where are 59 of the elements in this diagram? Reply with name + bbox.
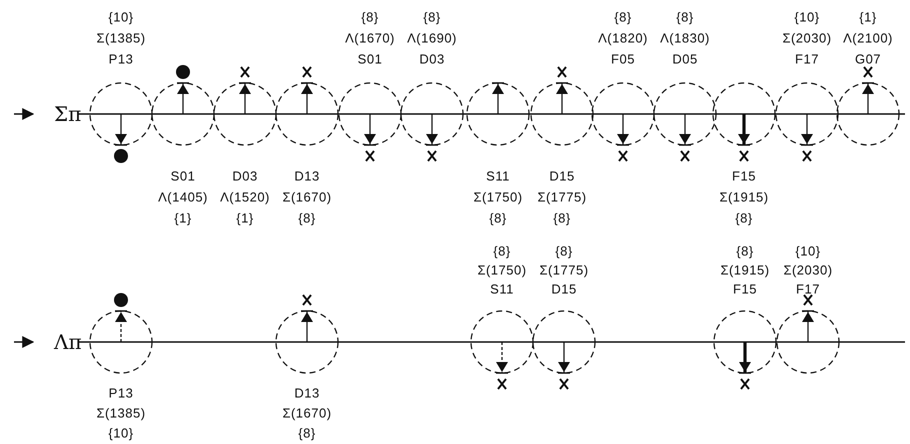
resonance-label: {1}	[174, 210, 192, 226]
resonance-label: Σ(2030)	[783, 262, 833, 278]
resonance-label: D13	[294, 386, 320, 400]
channel-label: Λπ	[54, 331, 82, 353]
resonance-label: Λ(1520)	[220, 190, 270, 204]
resonance-label: {8}	[553, 210, 571, 226]
resonance-label: {8}	[555, 244, 573, 258]
resonance-label: {8}	[676, 10, 694, 24]
resonance-label: {10}	[795, 244, 821, 258]
resonance-label: F05	[611, 52, 635, 66]
resonance-label: Λ(2100)	[843, 30, 893, 46]
resonance-label: S01	[170, 168, 196, 184]
resonance-label: D13	[294, 168, 320, 184]
resonance-label: {10}	[108, 10, 134, 24]
resonance-label: Σ(1775)	[537, 190, 587, 204]
resonance-label: P13	[108, 386, 134, 400]
resonance-label: {1}	[236, 210, 254, 226]
resonance-label: Σ(1670)	[282, 406, 332, 420]
resonance-label: Σ(1915)	[720, 262, 770, 278]
resonance-label: D15	[551, 282, 577, 296]
resonance-label: Σ(1915)	[719, 190, 769, 204]
resonance-label: {10}	[108, 426, 134, 440]
resonance-label: P13	[108, 52, 134, 66]
resonance-label: Σ(1750)	[473, 190, 523, 204]
resonance-label: {8}	[361, 10, 379, 24]
resonance-label: {10}	[794, 10, 820, 24]
channel-label: Σπ	[54, 103, 82, 125]
resonance-label: Σ(1775)	[539, 262, 589, 278]
resonance-label: {8}	[423, 10, 441, 24]
resonance-label: S11	[490, 282, 514, 296]
resonance-label: S11	[486, 168, 510, 184]
resonance-label: Σ(1750)	[477, 262, 527, 278]
resonance-label: D03	[232, 168, 258, 184]
resonance-label: Σ(2030)	[782, 30, 832, 46]
resonance-label: Λ(1690)	[407, 30, 457, 46]
resonance-label: {8}	[614, 10, 632, 24]
resonance-label: {8}	[298, 426, 316, 440]
resonance-label: {8}	[736, 244, 754, 258]
resonance-label: D03	[419, 52, 445, 66]
resonance-label: F15	[733, 282, 757, 296]
resonance-label: Λ(1670)	[345, 30, 395, 46]
resonance-label: {1}	[859, 10, 877, 24]
resonance-label: {8}	[489, 210, 507, 226]
resonance-label: D15	[549, 168, 575, 184]
resonance-label: F17	[795, 52, 819, 66]
resonance-label: Λ(1820)	[598, 30, 648, 46]
resonance-label: {8}	[735, 210, 753, 226]
resonance-label: {8}	[298, 210, 316, 226]
resonance-label: Σ(1670)	[282, 190, 332, 204]
resonance-label: Σ(1385)	[96, 30, 146, 46]
resonance-label: Λ(1405)	[158, 190, 208, 204]
resonance-label: F17	[796, 282, 820, 296]
resonance-label: S01	[358, 52, 382, 66]
resonance-label: F15	[732, 168, 756, 184]
resonance-label: {8}	[493, 244, 511, 258]
resonance-label: D05	[672, 52, 698, 66]
resonance-label: Λ(1830)	[660, 30, 710, 46]
resonance-label: Σ(1385)	[96, 406, 146, 420]
resonance-label: G07	[854, 52, 882, 66]
